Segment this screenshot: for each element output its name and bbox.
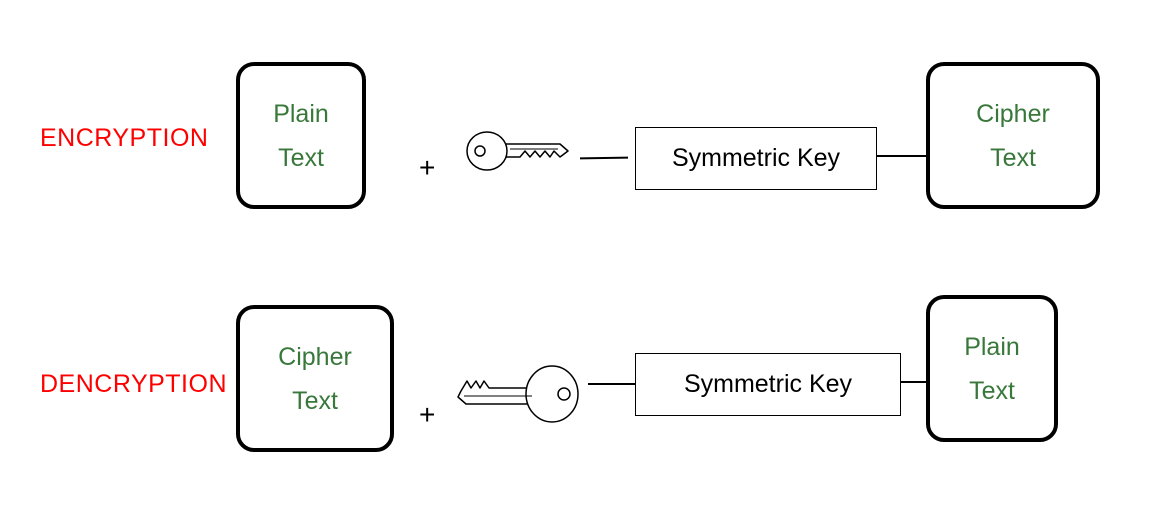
encryption-output-box: Cipher Text bbox=[926, 62, 1100, 209]
decryption-plus: + bbox=[419, 399, 436, 430]
encryption-output-line2: Text bbox=[990, 143, 1036, 172]
encryption-key-connector bbox=[579, 156, 629, 160]
encryption-input-line1: Plain bbox=[273, 99, 329, 128]
encryption-input-box: Plain Text bbox=[236, 62, 366, 209]
key-icon bbox=[466, 131, 569, 171]
key-icon bbox=[457, 365, 579, 423]
decryption-output-box: Plain Text bbox=[926, 295, 1058, 442]
decryption-input-line2: Text bbox=[292, 386, 338, 415]
decryption-output-connector bbox=[900, 381, 930, 383]
decryption-output-line2: Text bbox=[969, 376, 1015, 405]
encryption-input-line2: Text bbox=[278, 143, 324, 172]
decryption-input-line1: Cipher bbox=[278, 342, 352, 371]
encryption-output-line1: Cipher bbox=[976, 99, 1050, 128]
decryption-label: DENCRYPTION bbox=[40, 370, 228, 398]
decryption-input-box: Cipher Text bbox=[236, 305, 394, 452]
decryption-symmetric-key-box: Symmetric Key bbox=[635, 353, 901, 416]
decryption-output-line1: Plain bbox=[964, 332, 1020, 361]
encryption-symmetric-key-box: Symmetric Key bbox=[635, 127, 877, 190]
encryption-output-connector bbox=[876, 155, 928, 157]
encryption-label: ENCRYPTION bbox=[40, 124, 209, 152]
encryption-plus: + bbox=[419, 152, 436, 183]
decryption-key-connector bbox=[588, 383, 636, 385]
